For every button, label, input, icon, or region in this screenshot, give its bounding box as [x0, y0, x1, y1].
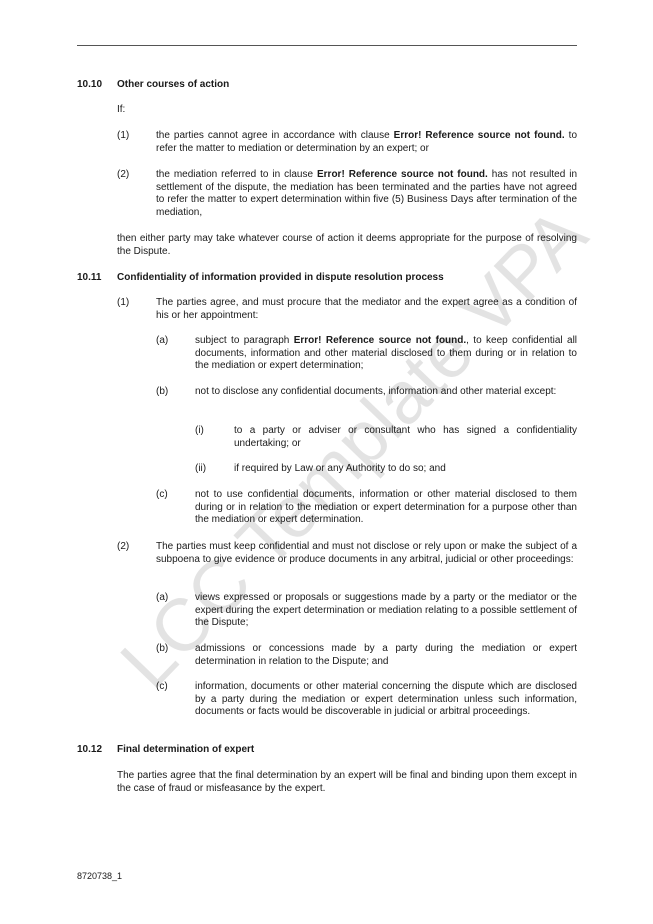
item-label: (ii): [195, 463, 207, 474]
clause-item-2: the mediation referred to in clause Erro…: [156, 169, 578, 218]
item-label: (i): [195, 425, 204, 436]
section-number-10-10: 10.10: [77, 79, 103, 90]
item-label: (b): [156, 643, 169, 654]
clause-item-1: The parties agree, and must procure that…: [156, 297, 577, 321]
section-number-10-12: 10.12: [77, 744, 103, 755]
item-label: (2): [117, 169, 130, 180]
item-label: (1): [117, 297, 130, 308]
section-number-10-11: 10.11: [77, 272, 102, 283]
section-title-10-10: Other courses of action: [117, 79, 230, 90]
item-label: (b): [156, 386, 169, 397]
clause-item-1b-i: to a party or adviser or consultant who …: [234, 425, 577, 449]
item-label: (1): [117, 130, 130, 141]
clause-item-1b-ii: if required by Law or any Authority to d…: [234, 463, 446, 474]
item-label: (a): [156, 335, 169, 346]
section-title-10-11: Confidentiality of information provided …: [117, 272, 444, 283]
clause-item-2c: information, documents or other material…: [195, 681, 577, 717]
reference-error: Error! Reference source not found.: [293, 335, 467, 346]
clause-item-2a: views expressed or proposals or suggesti…: [195, 592, 577, 628]
header-rule: [77, 45, 577, 46]
final-paragraph: The parties agree that the final determi…: [117, 770, 577, 794]
clause-item-2b: admissions or concessions made by a part…: [195, 643, 577, 667]
clause-item-1a: subject to paragraph Error! Reference so…: [195, 335, 578, 371]
clause-item-1: the parties cannot agree in accordance w…: [156, 130, 578, 154]
intro-text: If:: [117, 104, 126, 115]
clause-item-1b: not to disclose any confidential documen…: [195, 386, 557, 397]
item-label: (a): [156, 592, 169, 603]
item-label: (c): [156, 489, 168, 500]
reference-error: Error! Reference source not found.: [317, 169, 488, 180]
closing-paragraph: then either party may take whatever cour…: [117, 233, 577, 257]
reference-error: Error! Reference source not found.: [393, 130, 565, 141]
clause-item-2: The parties must keep confidential and m…: [156, 541, 577, 565]
item-label: (c): [156, 681, 168, 692]
section-title-10-12: Final determination of expert: [117, 744, 255, 755]
clause-item-1c: not to use confidential documents, infor…: [195, 489, 577, 525]
item-label: (2): [117, 541, 130, 552]
document-reference: 8720738_1: [77, 871, 123, 881]
